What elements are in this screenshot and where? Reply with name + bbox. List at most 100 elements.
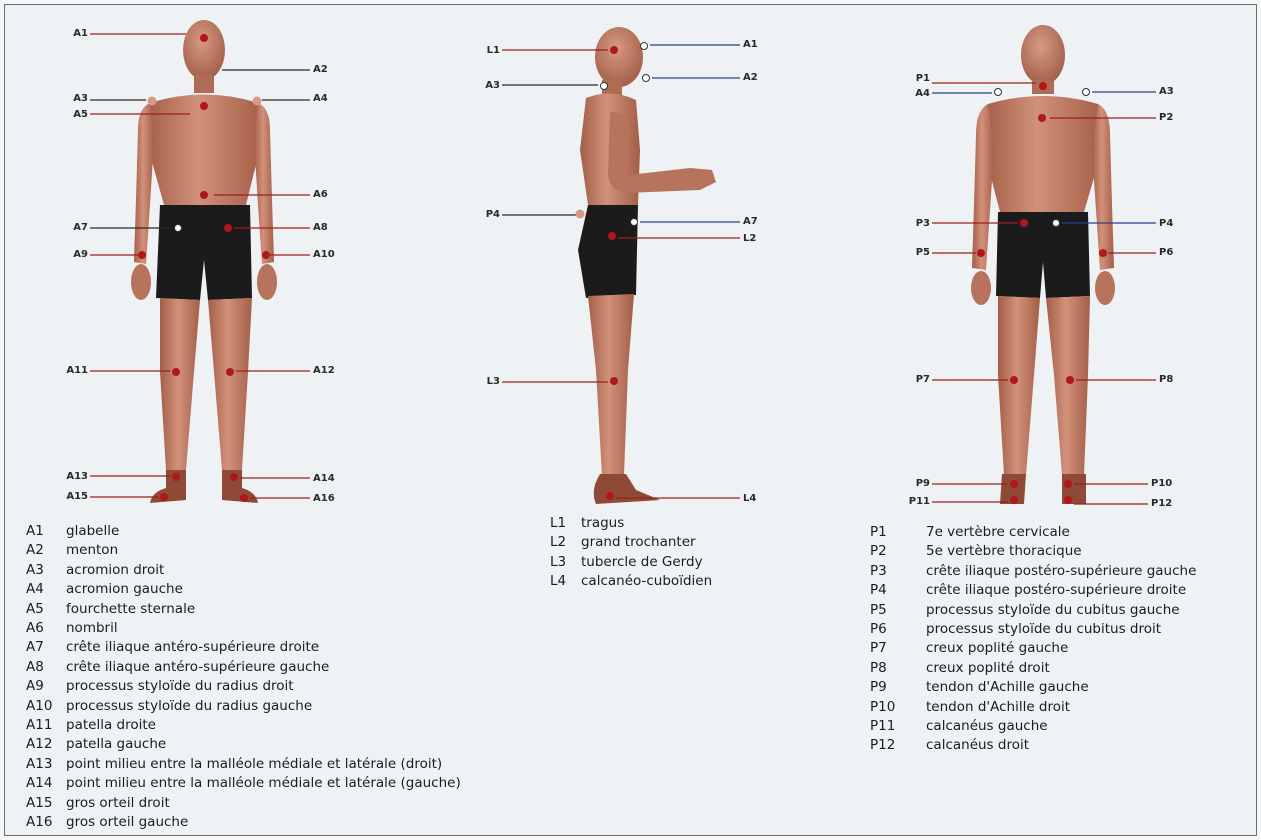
legend-text: gros orteil droit (66, 794, 170, 813)
legend-text: crête iliaque antéro-supérieure gauche (66, 658, 329, 677)
anterior-shorts (156, 205, 252, 300)
landmark-marker (995, 89, 1002, 96)
anterior-figure (131, 20, 277, 503)
landmark-label: A2 (743, 72, 758, 83)
legend-text: calcanéus droit (926, 736, 1029, 755)
legend-text: calcanéus gauche (926, 717, 1048, 736)
legend-text: crête iliaque postéro-supérieure gauche (926, 562, 1196, 581)
legend-text: processus styloïde du radius gauche (66, 697, 312, 716)
legend-code: L4 (550, 572, 581, 591)
landmark-label: P1 (916, 73, 930, 84)
anterior-left-hand (257, 264, 277, 300)
legend-code: A15 (26, 794, 66, 813)
posterior-right-hand (1095, 271, 1115, 305)
anterior-right-foot (150, 470, 186, 503)
legend-row: A8crête iliaque antéro-supérieure gauche (26, 658, 461, 677)
landmark-label: P5 (916, 247, 930, 258)
posterior-head (1021, 25, 1065, 85)
landmark-label: P4 (1159, 218, 1173, 229)
anterior-head (183, 20, 225, 80)
legend-code: A9 (26, 677, 66, 696)
legend-row: A12patella gauche (26, 735, 461, 754)
posterior-left-leg (998, 296, 1040, 475)
landmark-label: A8 (313, 222, 328, 233)
landmark-label: L2 (743, 233, 756, 244)
landmark-marker (576, 210, 585, 219)
legend-code: A14 (26, 774, 66, 793)
legend-row: A13point milieu entre la malléole médial… (26, 755, 461, 774)
legend-code: A5 (26, 600, 66, 619)
legend-code: A8 (26, 658, 66, 677)
landmark-label: A11 (66, 365, 88, 376)
legend-text: crête iliaque postéro-supérieure droite (926, 581, 1186, 600)
legend-row: P5processus styloïde du cubitus gauche (870, 601, 1196, 620)
posterior-shorts (996, 212, 1090, 298)
legend-text: menton (66, 541, 118, 560)
landmark-marker (172, 368, 180, 376)
legend-code: A10 (26, 697, 66, 716)
legend-row: P25e vertèbre thoracique (870, 542, 1196, 561)
legend-text: nombril (66, 619, 118, 638)
lateral-foot (594, 474, 660, 504)
legend-text: processus styloïde du cubitus gauche (926, 601, 1180, 620)
landmark-label: A12 (313, 365, 335, 376)
landmark-marker (148, 97, 157, 106)
landmark-marker (1064, 496, 1072, 504)
landmark-label: A16 (313, 493, 335, 504)
landmark-label: P3 (916, 218, 930, 229)
legend-text: grand trochanter (581, 533, 696, 552)
legend-text: creux poplité gauche (926, 639, 1068, 658)
legend-text: creux poplité droit (926, 659, 1050, 678)
landmark-label: L4 (743, 493, 756, 504)
landmark-label: A15 (66, 491, 88, 502)
anterior-torso (146, 95, 262, 206)
legend-text: gros orteil gauche (66, 813, 188, 832)
legend-code: A1 (26, 522, 66, 541)
lateral-leg (588, 294, 634, 476)
legend-text: patella droite (66, 716, 156, 735)
legend-text: point milieu entre la malléole médiale e… (66, 755, 442, 774)
landmark-marker (601, 83, 608, 90)
landmark-label: P11 (909, 496, 930, 507)
landmark-label: P9 (916, 478, 930, 489)
landmark-label: A10 (313, 249, 335, 260)
anterior-left-leg (208, 298, 252, 470)
landmark-marker (160, 493, 168, 501)
landmark-marker (643, 75, 650, 82)
landmark-label: A7 (73, 222, 88, 233)
landmark-label: P6 (1159, 247, 1173, 258)
landmark-label: A7 (743, 216, 758, 227)
anterior-neck (194, 75, 214, 93)
legend-code: A7 (26, 638, 66, 657)
legend-code: A3 (26, 561, 66, 580)
legend-code: P2 (870, 542, 926, 561)
legend-row: A2menton (26, 541, 461, 560)
legend-code: P4 (870, 581, 926, 600)
landmark-marker (1064, 480, 1072, 488)
landmark-label: A2 (313, 64, 328, 75)
legend-text: tendon d'Achille droit (926, 698, 1070, 717)
legend-code: P10 (870, 698, 926, 717)
landmark-marker (631, 219, 638, 226)
legend-code: P11 (870, 717, 926, 736)
legend-code: P7 (870, 639, 926, 658)
legend-code: P5 (870, 601, 926, 620)
posterior-right-leg (1046, 296, 1090, 475)
landmark-marker (1010, 480, 1018, 488)
landmark-marker (1038, 114, 1046, 122)
legend-code: L2 (550, 533, 581, 552)
landmark-marker (1083, 89, 1090, 96)
